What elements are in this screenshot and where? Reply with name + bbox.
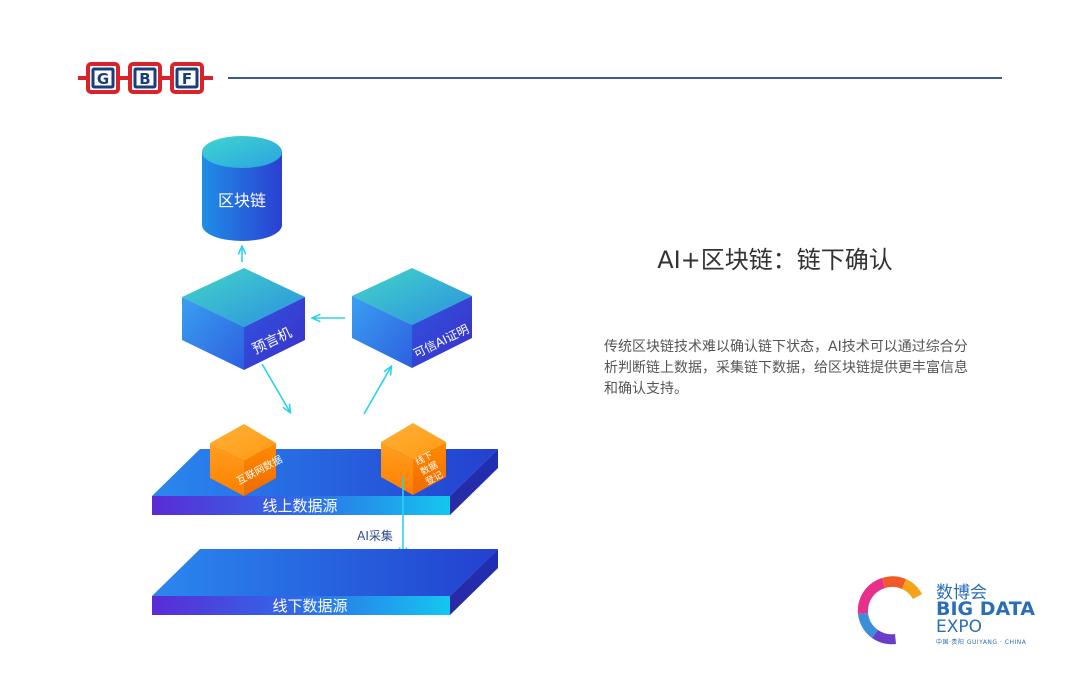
svg-text:F: F (182, 70, 192, 88)
offline-data-platform: 线下数据源 (152, 549, 498, 615)
online-data-platform: 线上数据源 (152, 449, 498, 515)
logo-letter-b: B (128, 62, 162, 94)
blockchain-cylinder: 区块链 (202, 136, 282, 241)
expo-logo-mark (857, 576, 922, 645)
expo-name-cn: 数博会 (936, 583, 987, 603)
slide-description: 传统区块链技术难以确认链下状态，AI技术可以通过综合分析判断链上数据，采集链下数… (604, 339, 968, 397)
expo-name-expo: EXPO (936, 617, 983, 637)
online-source-label: 线上数据源 (262, 497, 337, 515)
header-divider (228, 77, 1002, 79)
ai-collect-label: AI采集 (357, 528, 393, 543)
logo-letter-g: G (86, 62, 120, 94)
trusted-ai-cube: 可信AI证明 (352, 268, 472, 368)
offline-register-cube: 线下 数据 登记 (381, 423, 446, 495)
svg-text:B: B (139, 70, 150, 88)
oracle-cube: 预言机 (182, 268, 305, 370)
expo-name-big-data: BIG DATA (936, 598, 1035, 620)
blockchain-label: 区块链 (218, 191, 266, 210)
offline-source-label: 线下数据源 (272, 597, 347, 615)
svg-text:G: G (97, 70, 109, 88)
expo-location: 中国·贵阳 GUIYANG · CHINA (936, 639, 1027, 646)
arrow-platform-to-trusted-ai (363, 367, 391, 415)
logo-letter-f: F (170, 62, 204, 94)
gbf-logo: G B F (78, 62, 213, 94)
slide-title: AI+区块链：链下确认 (657, 246, 893, 274)
arrow-oracle-to-platform (261, 363, 290, 412)
